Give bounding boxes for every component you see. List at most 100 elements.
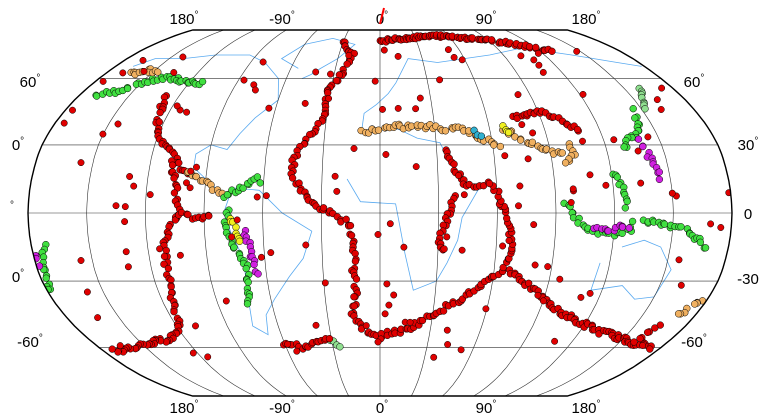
earthquake-point — [675, 256, 683, 264]
left-latitude-label-value: 0 — [12, 137, 20, 154]
earthquake-point — [556, 275, 564, 283]
earthquake-point — [567, 199, 575, 206]
top-longitude-label: 180° — [169, 10, 198, 28]
earthquake-point — [529, 129, 537, 137]
earthquake-point — [394, 52, 402, 60]
earthquake-point — [618, 223, 627, 231]
earthquake-point — [371, 77, 379, 85]
earthquake-point — [379, 105, 386, 113]
earthquake-point — [184, 210, 192, 219]
earthquake-point — [443, 233, 451, 241]
earthquake-point — [548, 47, 556, 55]
earthquake-point — [691, 300, 699, 308]
earthquake-point — [636, 334, 644, 343]
coastline — [361, 47, 642, 132]
earthquake-point — [504, 128, 513, 137]
earthquake-point — [455, 172, 462, 179]
earthquake-point — [573, 125, 582, 134]
earthquake-point — [232, 223, 240, 231]
earthquake-point — [176, 251, 184, 259]
earthquake-point — [657, 106, 665, 113]
right-latitude-label-degree: ° — [754, 136, 758, 147]
coastline — [346, 128, 480, 291]
earthquake-point — [312, 68, 320, 76]
bottom-longitude-label: 90° — [476, 399, 497, 417]
bottom-longitude-label-value: 180 — [571, 400, 596, 417]
earthquake-point — [416, 94, 424, 102]
earthquake-point — [641, 105, 649, 113]
earthquake-point — [573, 47, 581, 55]
earthquake-point — [325, 95, 333, 102]
earthquake-point — [374, 231, 382, 238]
earthquake-point — [192, 322, 199, 330]
earthquake-point — [637, 179, 645, 187]
earthquake-point — [251, 86, 259, 94]
earthquake-point — [707, 220, 715, 228]
right-latitude-label-degree: ° — [703, 333, 707, 344]
earthquake-point — [450, 53, 458, 61]
earthquake-point — [160, 252, 169, 261]
right-latitude-label: -30 — [737, 271, 759, 288]
earthquake-point — [406, 318, 414, 326]
earthquake-point — [460, 191, 468, 199]
top-longitude-label-degree: ° — [291, 10, 295, 21]
earthquake-point — [114, 120, 122, 128]
earthquake-point — [259, 58, 267, 66]
left-latitude-label: -60° — [17, 333, 43, 351]
earthquake-point — [499, 242, 507, 250]
earthquake-point — [374, 126, 383, 134]
earthquake-point — [139, 56, 147, 64]
earthquake-point — [634, 147, 642, 155]
earthquake-point — [630, 338, 638, 346]
left-latitude-label-value: -60 — [17, 334, 39, 351]
left-latitude-label: ° — [10, 200, 14, 211]
earthquake-point — [99, 130, 107, 138]
tick-labels-layer: 180°-90°0°90°180°180°-90°0°90°180°60°0°°… — [10, 10, 759, 417]
top-longitude-label-degree: ° — [384, 10, 388, 21]
earthquake-point — [156, 108, 164, 117]
earthquake-point — [239, 184, 247, 192]
earthquake-point — [374, 338, 382, 346]
earthquake-point — [390, 291, 398, 299]
earthquake-point — [93, 92, 101, 100]
earthquake-point — [343, 60, 351, 68]
earthquake-point — [179, 53, 187, 61]
earthquake-point — [332, 76, 341, 85]
earthquake-point — [362, 322, 370, 330]
earthquake-point — [350, 302, 358, 310]
earthquake-point — [262, 192, 270, 200]
earthquake-point — [457, 346, 465, 354]
earthquake-point — [327, 70, 334, 78]
earthquake-point — [193, 163, 200, 171]
earthquake-point — [321, 279, 329, 287]
earthquake-point — [430, 353, 438, 361]
earthquake-point — [531, 261, 539, 269]
earthquake-point — [544, 263, 552, 271]
earthquake-point — [123, 84, 132, 93]
top-longitude-label: -90° — [269, 10, 295, 28]
earthquake-point — [604, 227, 612, 235]
map-frame — [27, 29, 733, 397]
right-latitude-label-value: 60 — [684, 74, 701, 91]
top-longitude-label-degree: ° — [492, 10, 496, 21]
earthquake-point — [192, 172, 200, 181]
earthquake-point — [160, 260, 168, 268]
earthquake-point — [634, 135, 643, 143]
earthquake-point — [146, 191, 154, 199]
top-longitude-label: 180° — [571, 10, 600, 28]
earthquake-point — [539, 297, 547, 305]
earthquake-point — [112, 202, 120, 210]
earthquake-point — [487, 36, 496, 44]
right-latitude-label-value: -60 — [681, 334, 703, 351]
earthquake-point — [350, 293, 358, 301]
left-latitude-label-value: 60 — [20, 74, 37, 91]
earthquake-point — [267, 249, 275, 257]
earthquake-point — [331, 172, 339, 180]
earthquake-point — [383, 280, 391, 288]
right-latitude-label: 60° — [684, 73, 705, 91]
earthquake-point — [701, 244, 710, 252]
earthquake-point — [517, 52, 525, 60]
earthquake-point — [168, 161, 177, 169]
